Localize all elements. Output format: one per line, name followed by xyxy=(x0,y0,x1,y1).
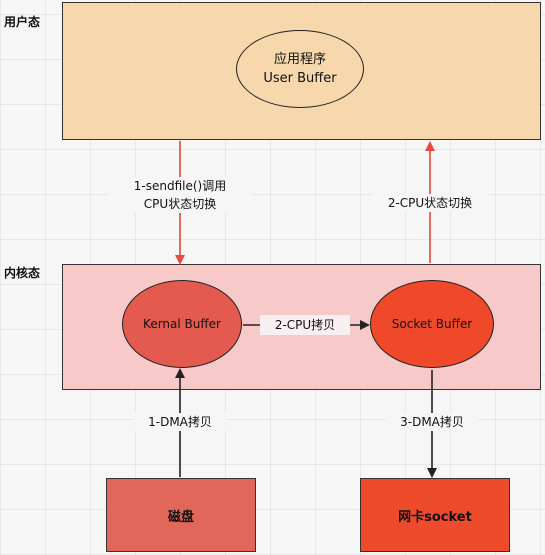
socket-buffer-label: Socket Buffer xyxy=(391,317,473,331)
disk-node: 磁盘 xyxy=(106,478,256,552)
sendfile-edge-line1: 1-sendfile()调用 xyxy=(133,179,227,193)
sendfile-edge-line2: CPU状态切换 xyxy=(143,197,217,211)
kernel-mode-label: 内核态 xyxy=(4,266,41,280)
nic-node: 网卡socket xyxy=(360,478,510,552)
dma-copy-out-edge-label: 3-DMA拷贝 xyxy=(386,413,478,431)
user-mode-label: 用户态 xyxy=(4,15,41,29)
nic-label: 网卡socket xyxy=(398,509,472,525)
dma-copy-in-edge-label: 1-DMA拷贝 xyxy=(134,413,226,431)
app-node-title: 应用程序 xyxy=(273,52,326,67)
app-user-buffer-node: 应用程序 User Buffer xyxy=(236,30,364,108)
kernel-buffer-node: Kernal Buffer xyxy=(122,280,242,368)
cpu-copy-edge-label: 2-CPU拷贝 xyxy=(260,315,350,335)
cpu-switch-back-edge-label: 2-CPU状态切换 xyxy=(372,194,488,212)
disk-label: 磁盘 xyxy=(167,509,194,525)
app-node-subtitle: User Buffer xyxy=(263,71,337,86)
sendfile-edge-label: 1-sendfile()调用 CPU状态切换 xyxy=(108,177,252,213)
socket-buffer-node: Socket Buffer xyxy=(370,280,494,368)
kernel-buffer-label: Kernal Buffer xyxy=(143,317,221,331)
